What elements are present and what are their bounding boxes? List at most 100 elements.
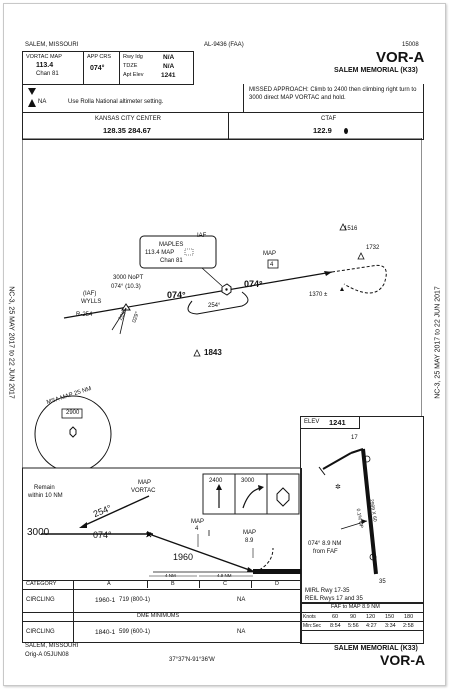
map-vortac-symbol [221, 283, 232, 296]
runway-diagram: ✲ [318, 448, 378, 575]
time-90: 5:56 [348, 623, 359, 629]
ma-3000-label: 3000 [241, 478, 255, 484]
taxiway [322, 452, 352, 470]
circling-1-hat: 719 (800-1) [119, 597, 151, 603]
approach-plate: SALEM, MISSOURI AL-9436 (FAA) 15008 VOR-… [3, 3, 446, 686]
apt-elev: 1241 [161, 72, 176, 79]
circling-2-hat: 599 (600-1) [119, 629, 151, 635]
circling-2-na: NA [237, 629, 246, 635]
profile-dist-2: 4.9 NM [217, 573, 232, 578]
circling-2-msl: 1840-1 [95, 629, 116, 636]
tdze: N/A [163, 63, 175, 70]
profile-descent [148, 533, 256, 573]
header-city: SALEM, MISSOURI [25, 42, 79, 48]
ma-2400-label: 2400 [209, 478, 223, 484]
rwy-ldg: N/A [163, 54, 175, 61]
minima-table: CATEGORY A B C D CIRCLING 1960-1 719 (80… [22, 580, 302, 643]
msa-altitude: 2900 [66, 410, 80, 416]
profile-view: ✕ Remain within 10 NM MAP VORTAC 3000 25… [22, 468, 302, 581]
knots-180: 180 [404, 614, 414, 620]
right-margin-date: NC-3, 25 MAY 2017 to 22 JUN 2017 [434, 286, 442, 399]
missed-approach-text: MISSED APPROACH: Climb to 2400 then clim… [249, 87, 417, 101]
rwy-17-label: 17 [351, 435, 358, 441]
obstacle-1370: 1370 ± [309, 292, 328, 298]
knots-90: 90 [350, 614, 357, 620]
comms-row: KANSAS CITY CENTER 128.35 284.67 CTAF 12… [22, 112, 424, 140]
header-proc-number: 15008 [402, 42, 419, 48]
ctaf-pcl-icon [344, 128, 348, 134]
radial-029 [119, 307, 127, 335]
profile-alt-3000: 3000 [27, 527, 50, 538]
altimeter-note: Use Rolla National altimeter setting. [68, 99, 164, 105]
nopt-label: 3000 NoPT [113, 275, 144, 281]
footer-title: VOR-A [380, 652, 426, 668]
center-label: KANSAS CITY CENTER [95, 116, 161, 122]
rwy-ldg-label: Rwy Idg [123, 54, 143, 60]
wylls-fix-icon [121, 303, 131, 311]
cat-d: D [275, 581, 279, 587]
within-label: within 10 NM [28, 493, 63, 499]
msa-vortac-icon [69, 426, 77, 438]
profile-missed-climb [254, 547, 274, 573]
center-freqs: 128.35 284.67 [103, 126, 151, 135]
profile-alt-1960: 1960 [173, 552, 194, 562]
maples-name: MAPLES [159, 242, 184, 248]
course-074-b: 074° [244, 279, 263, 289]
nav-channel: Chan 81 [36, 71, 59, 77]
footer-coords: 37°37'N-91°36'W [169, 657, 215, 663]
time-60: 8:54 [330, 623, 341, 629]
vortac-small-icon [184, 248, 194, 256]
triangle-a-icon [28, 99, 36, 107]
footer-airport: SALEM MEMORIAL (K33) [334, 645, 418, 652]
runway-17-35 [361, 448, 378, 575]
notes-row: NA Use Rolla National altimeter setting.… [22, 84, 424, 113]
time-180: 2:58 [403, 623, 414, 629]
course-074-a: 074° [167, 290, 186, 300]
profile-crs-074: 074° [93, 530, 112, 540]
knots-60: 60 [332, 614, 339, 620]
minsec-label: Min:Sec [303, 623, 322, 629]
obstacle-1843: 1843 [204, 348, 222, 357]
header-airport: SALEM MEMORIAL (K33) [334, 67, 418, 74]
profile-map2-dme: 8.9 [245, 538, 254, 544]
rwy-35-label: 35 [379, 579, 386, 585]
circling-label-2: CIRCLING [26, 629, 55, 635]
profile-map-fix: MAP [191, 519, 205, 525]
time-120: 4:27 [366, 623, 377, 629]
msa-circle [34, 395, 112, 468]
timing-table: FAF to MAP 8.9 NM Knots Min:Sec 60 90 12… [300, 602, 424, 644]
cat-a: A [107, 581, 111, 587]
approach-course-line [63, 271, 333, 319]
app-crs-label: APP CRS [87, 54, 112, 60]
wylls-iaf: (IAF) [83, 291, 97, 297]
cat-c: C [223, 581, 227, 587]
profile-map2-label: MAP [243, 530, 257, 536]
reil-35-icon [369, 553, 377, 561]
profile-vortac-label: VORTAC [131, 488, 156, 494]
cat-b: B [171, 581, 175, 587]
elev-label: ELEV [304, 419, 320, 425]
obstacle-1843-icon [193, 349, 201, 357]
maples-callout-box [139, 235, 217, 269]
vortac-cross-icon: ✕ [145, 530, 153, 540]
remain-label: Remain [34, 485, 55, 491]
turn-arrow-icon [242, 487, 262, 509]
profile-vortac-icon [276, 487, 290, 507]
ctaf-freq: 122.9 [313, 126, 332, 135]
radial-209 [111, 307, 127, 331]
apt-elev-label: Apt Elev [123, 72, 144, 78]
missed-approach-track [331, 264, 387, 294]
beacon-icon: ✲ [335, 483, 341, 491]
triangle-t-icon [28, 88, 36, 95]
elev-value: 1241 [329, 418, 346, 427]
map-fix-label: MAP [263, 251, 277, 257]
briefing-box: VORTAC MAP 113.4 Chan 81 APP CRS 074° Rw… [22, 51, 194, 85]
category-label: CATEGORY [26, 581, 57, 587]
knots-120: 120 [366, 614, 376, 620]
profile-map-label: MAP [138, 480, 152, 486]
tdze-label: TDZE [123, 63, 138, 69]
timing-title: FAF to MAP 8.9 NM [331, 604, 380, 610]
course-arrow [324, 271, 332, 276]
header-title: VOR-A [376, 49, 425, 66]
missed-approach-icons [202, 473, 300, 515]
